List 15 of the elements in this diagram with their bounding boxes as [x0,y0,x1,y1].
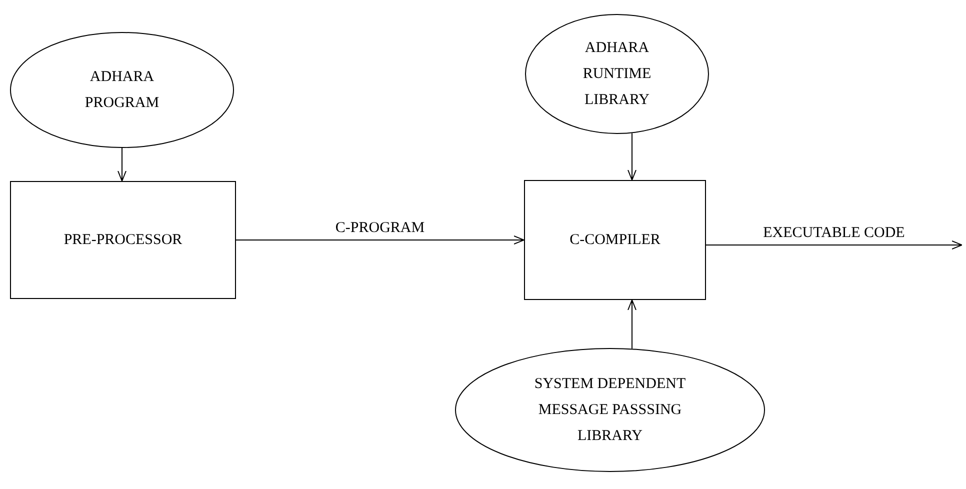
ellipse-node [455,348,765,472]
arrow [236,236,524,244]
node-label: ADHARA PROGRAM [84,68,160,113]
node-label: PRE-PROCESSOR [62,231,184,250]
arrow [628,132,636,180]
process-box [10,181,236,299]
process-box [524,180,706,300]
node-label: SYSTEM DEPENDENT MESSAGE PASSSING LIBRARY [533,375,687,446]
arrow [118,148,126,182]
ellipse-node [10,32,234,148]
ellipse-node [525,14,709,134]
node-label: C-COMPILER [568,231,662,250]
arrow [628,300,636,350]
arrow [706,240,962,250]
node-label: ADHARA RUNTIME LIBRARY [582,39,652,110]
